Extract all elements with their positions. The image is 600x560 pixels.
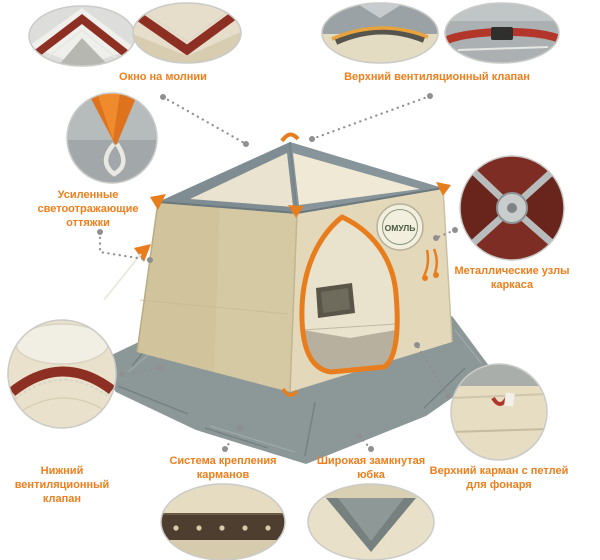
- feature-label-skirt: Широкая замкнутая юбка: [316, 455, 426, 482]
- feature-label-guy-lines: Усиленные светоотражающие оттяжки: [37, 189, 139, 230]
- feature-label-pocket-system: Система крепления карманов: [169, 455, 277, 482]
- roof-right-panel: [293, 153, 420, 205]
- guy-rope: [103, 253, 142, 301]
- photo-window-zipper: [132, 2, 242, 64]
- feature-label-frame-nodes: Металлические узлы каркаса: [454, 265, 570, 292]
- interior-floor: [303, 330, 397, 372]
- brand-logo-badge: ОМУЛЬ: [376, 203, 424, 251]
- door-orange-trim: [299, 214, 400, 375]
- brand-logo-text: ОМУЛЬ: [385, 223, 416, 233]
- tent-door: [299, 214, 400, 375]
- feature-label-top-pocket: Верхний карман с петлей для фонаря: [429, 465, 569, 492]
- connector-top-vent: [310, 94, 432, 141]
- tent-orange-accents: [103, 132, 451, 397]
- photo-guy-line: [66, 92, 158, 184]
- photo-bottom-vent: [7, 319, 117, 429]
- photo-window-corner: [28, 5, 136, 67]
- photo-skirt: [307, 483, 435, 560]
- photo-top-vent-open: [321, 2, 439, 64]
- feature-label-bottom-vent: Нижний вентиляционный клапан: [14, 465, 110, 506]
- connector-dots: [97, 93, 458, 452]
- tent-illustration: ОМУЛЬ: [95, 132, 492, 464]
- connector-bottom-vent: [120, 366, 162, 376]
- photo-top-vent-strap: [444, 2, 560, 64]
- connector-frame-nodes: [434, 228, 457, 240]
- callout-connectors: [97, 93, 458, 452]
- feature-label-window: Окно на молнии: [119, 71, 207, 83]
- photo-frame-hub: [459, 155, 565, 261]
- feature-label-top-vent: Верхний вентиляционный клапан: [344, 71, 530, 83]
- connector-window: [161, 95, 248, 146]
- photo-top-pocket: [450, 363, 548, 461]
- connector-guy-lines: [98, 230, 152, 262]
- photo-pocket-system: [160, 483, 286, 560]
- roof-left-panel: [190, 153, 293, 207]
- left-wall-shading: [137, 202, 220, 372]
